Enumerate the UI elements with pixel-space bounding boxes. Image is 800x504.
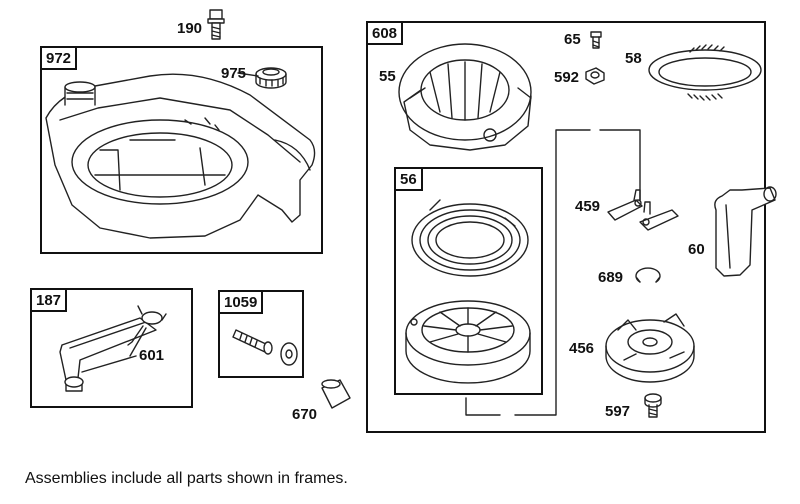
frame-187: 187 <box>30 288 193 408</box>
frame-56-label: 56 <box>394 167 423 191</box>
screw-597-drawing <box>644 393 662 418</box>
fuel-tank-972-drawing <box>45 73 316 239</box>
fuel-cap-975-drawing <box>255 67 287 89</box>
screw-65-drawing <box>590 31 602 49</box>
diagram-caption: Assemblies include all parts shown in fr… <box>25 470 348 487</box>
handle-601-drawing <box>59 305 167 392</box>
spacer-670-drawing <box>321 379 351 409</box>
pawl-459-drawing <box>607 189 679 231</box>
nut-592-drawing <box>585 67 605 85</box>
leader-975 <box>237 72 259 77</box>
bolt-1059-drawing <box>232 329 298 366</box>
part-label-689: 689 <box>598 269 624 286</box>
part-label-597: 597 <box>605 403 631 420</box>
part-label-190: 190 <box>177 20 203 37</box>
part-label-60: 60 <box>688 241 705 258</box>
part-label-592: 592 <box>554 69 580 86</box>
spring-56-drawing <box>411 199 529 277</box>
clip-689-drawing <box>635 267 661 283</box>
frame-608-label: 608 <box>366 21 404 45</box>
part-label-975: 975 <box>221 65 247 82</box>
starter-handle-60-drawing <box>714 186 777 277</box>
frame-972-label: 972 <box>40 46 78 70</box>
leader-601 <box>81 327 147 373</box>
assembly-bracket <box>465 129 641 416</box>
frame-187-label: 187 <box>30 288 68 312</box>
frame-608: 608 <box>366 21 766 433</box>
frame-1059: 1059 <box>218 290 304 378</box>
part-label-670: 670 <box>292 406 318 423</box>
pulley-56-drawing <box>405 300 531 384</box>
rope-58-drawing <box>648 44 762 101</box>
housing-55-drawing <box>398 43 532 151</box>
part-label-58: 58 <box>625 50 642 67</box>
part-label-456: 456 <box>569 340 595 357</box>
part-label-601: 601 <box>139 347 165 364</box>
part-label-55: 55 <box>379 68 396 85</box>
frame-972: 972 <box>40 46 323 254</box>
part-label-459: 459 <box>575 198 601 215</box>
bolt-190-drawing <box>207 9 225 40</box>
part-label-65: 65 <box>564 31 581 48</box>
frame-56: 56 <box>394 167 543 395</box>
frame-1059-label: 1059 <box>218 290 264 314</box>
ratchet-456-drawing <box>605 313 695 383</box>
